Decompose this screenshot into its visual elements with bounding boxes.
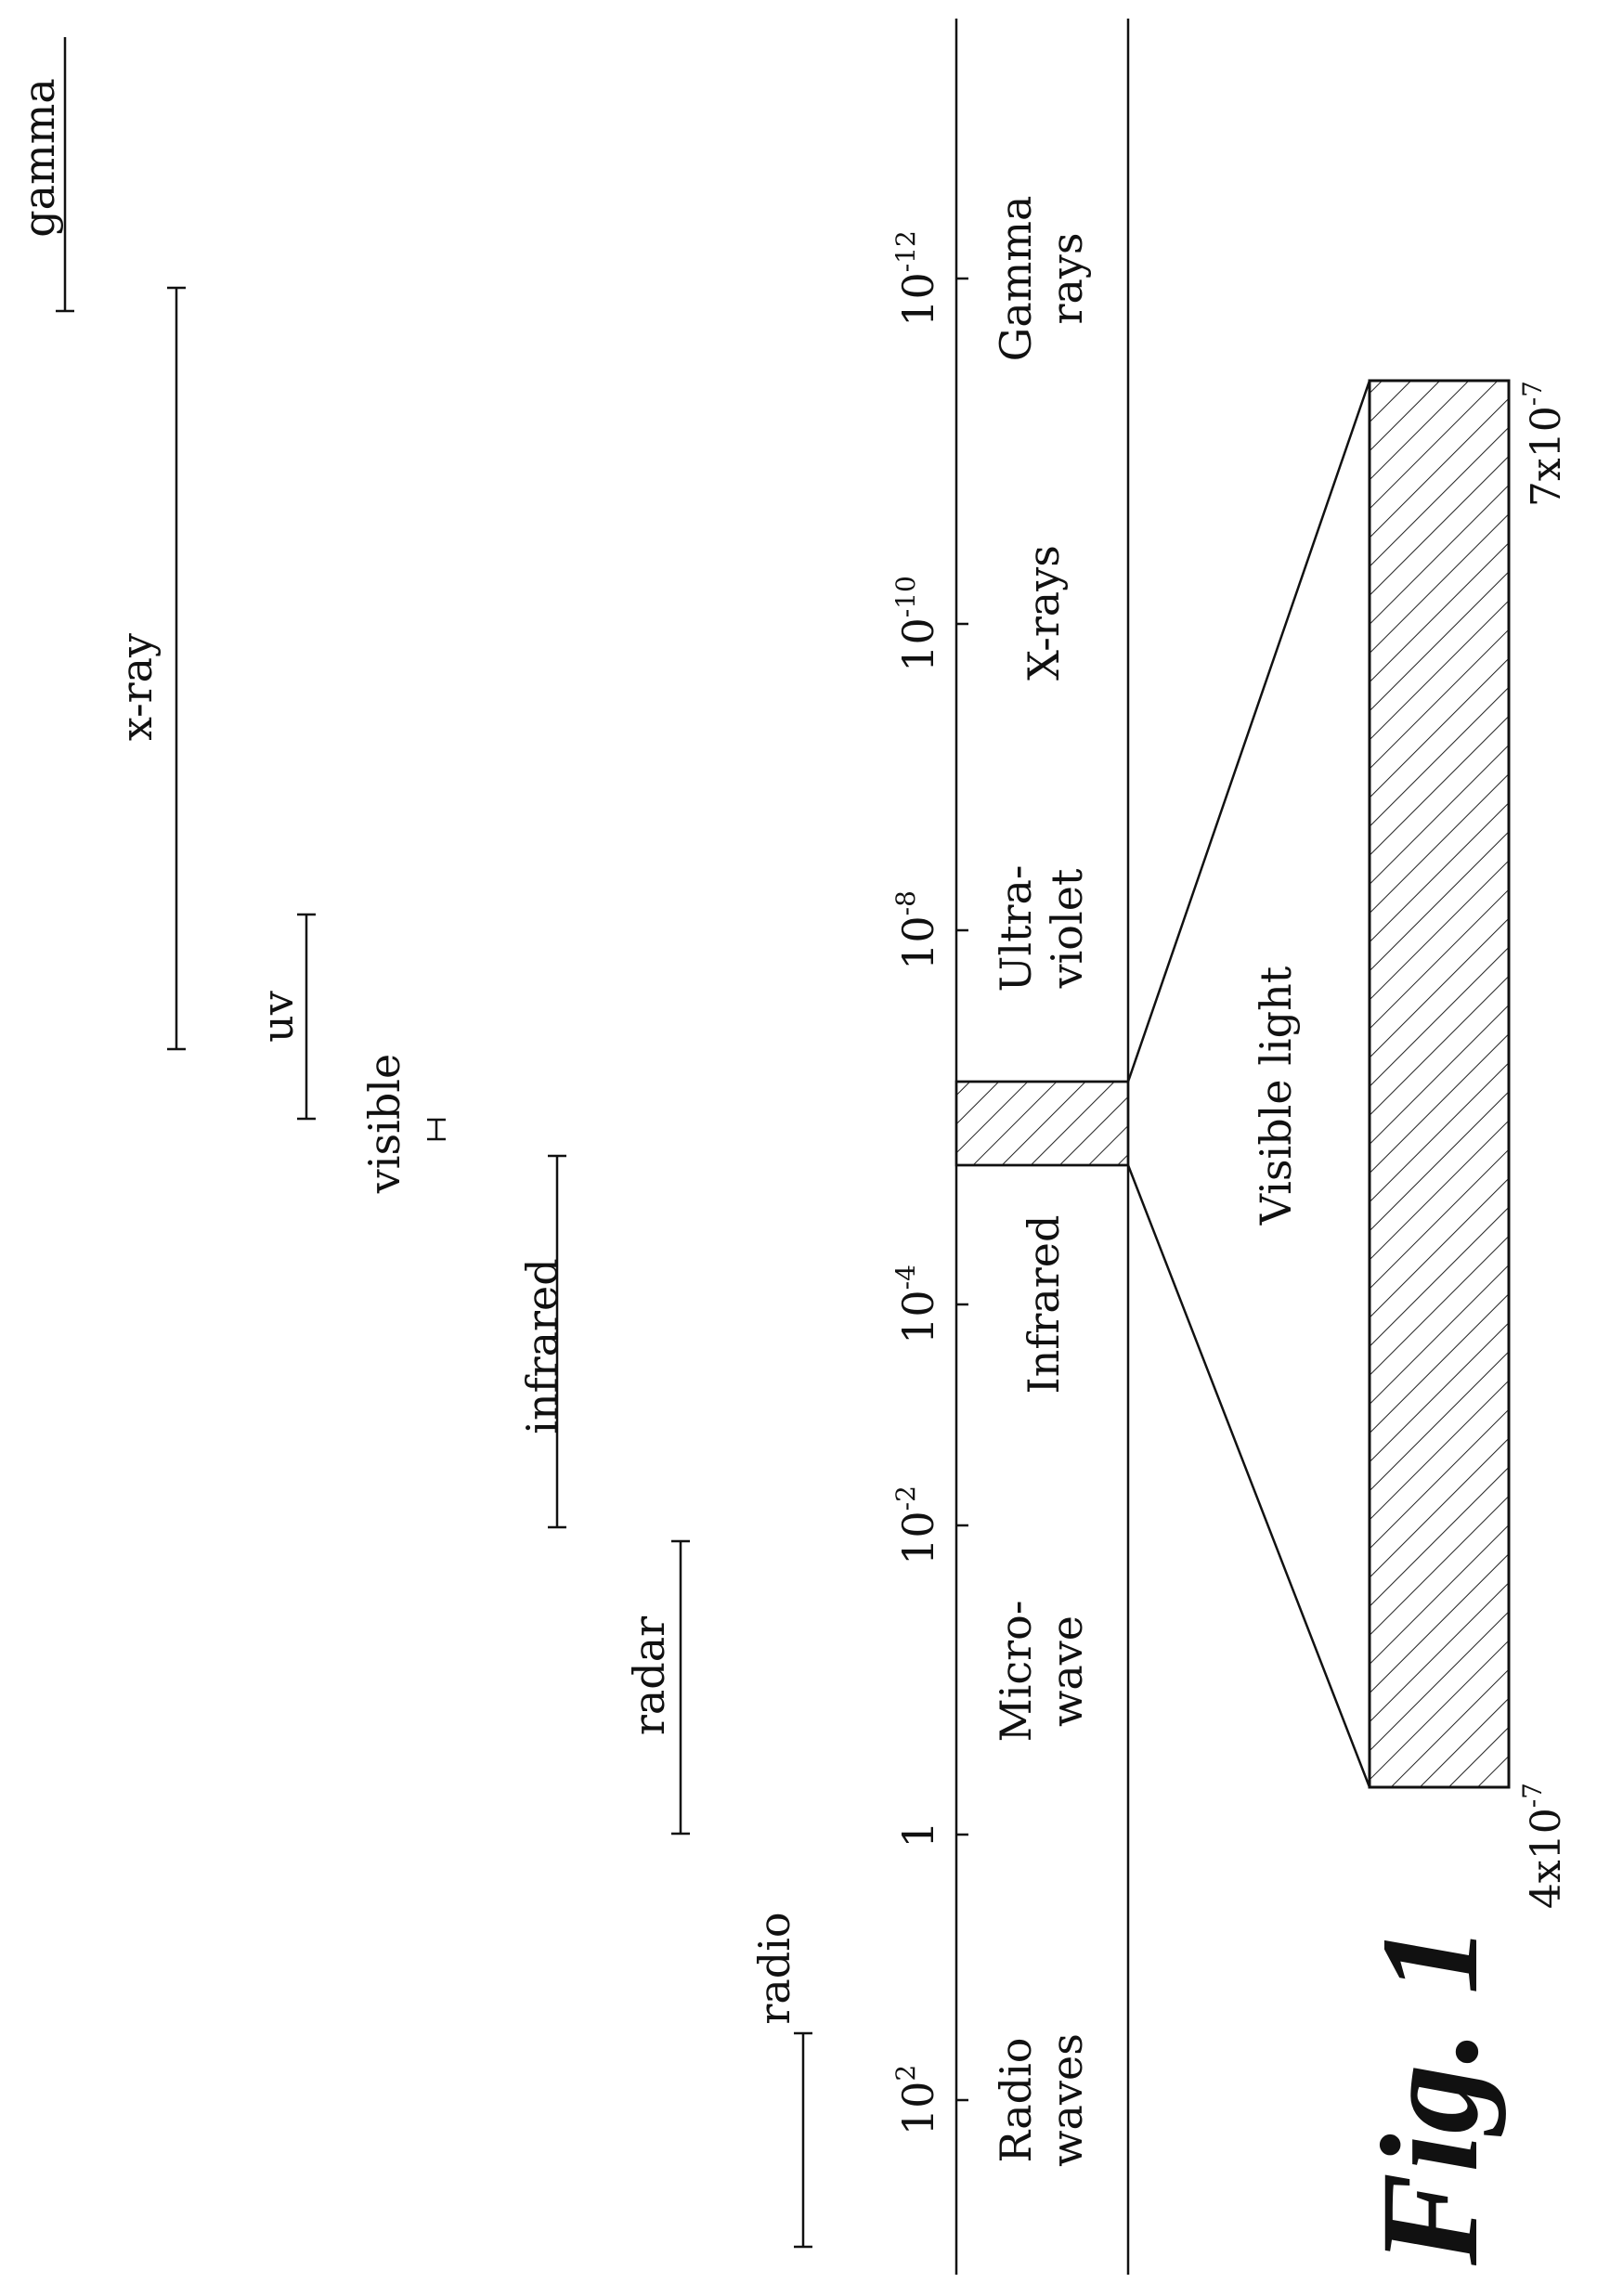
tick-label: 10-2: [890, 1485, 943, 1565]
range-label-gamma: gamma: [14, 78, 64, 238]
expansion-line: [1128, 381, 1370, 1082]
tick-label: 10-8: [890, 890, 943, 970]
region-label-ultraviolet: violet: [1042, 868, 1092, 989]
range-label-radar: radar: [624, 1616, 674, 1735]
tick-label: 102: [890, 2065, 943, 2135]
region-label-microwave: wave: [1042, 1615, 1092, 1727]
scale-tick-labels: 102 1 10-2 10-4 10-8 10-10 10-12: [890, 230, 943, 2135]
tick-label: 10-10: [890, 576, 943, 672]
visible-light-start-label: 4x10-7: [1517, 1783, 1570, 1909]
range-label-radio: radio: [749, 1912, 799, 2024]
visible-band-hatched: [956, 1082, 1128, 1165]
tick-label: 1: [893, 1821, 943, 1848]
range-bar-infrared: infrared: [517, 1156, 567, 1527]
tick-label: 10-12: [890, 230, 943, 327]
region-label-gamma-rays: rays: [1042, 232, 1092, 324]
range-label-uv: uv: [253, 991, 303, 1043]
region-label-gamma-rays: Gamma: [991, 196, 1041, 362]
range-label-infrared: infrared: [517, 1258, 567, 1433]
region-label-x-rays: X-rays: [1019, 545, 1069, 681]
visible-light-bar: [1370, 381, 1509, 1787]
range-bar-radio: radio: [749, 1912, 812, 2247]
range-bar-x-ray: x-ray: [111, 288, 186, 1049]
range-bar-visible: visible: [359, 1054, 446, 1194]
region-label-radio-waves: waves: [1042, 2033, 1092, 2167]
spectrum-band: [956, 19, 1128, 2275]
visible-light-expansion: Visible light 4x10-7 7x10-7: [1128, 381, 1570, 1909]
region-label-radio-waves: Radio: [991, 2038, 1041, 2163]
range-bar-uv: uv: [253, 915, 316, 1119]
figure-label: Fig. 1: [1353, 1925, 1507, 2266]
tick-label: 10-4: [890, 1265, 943, 1344]
range-bar-gamma: gamma: [14, 37, 74, 311]
range-label-x-ray: x-ray: [111, 633, 162, 741]
range-label-visible: visible: [359, 1054, 409, 1194]
visible-light-end-label: 7x10-7: [1517, 381, 1570, 507]
range-bar-radar: radar: [624, 1541, 690, 1834]
expansion-line: [1128, 1165, 1370, 1787]
visible-light-label: Visible light: [1251, 966, 1301, 1226]
range-bars: radio radar infrared visible uv: [14, 37, 812, 2247]
region-label-microwave: Micro-: [991, 1601, 1041, 1743]
region-labels: Radio waves Micro- wave Infrared Ultra- …: [991, 196, 1092, 2167]
region-label-ultraviolet: Ultra-: [991, 865, 1041, 992]
scale-tick-marks: [956, 279, 968, 2100]
region-label-infrared: Infrared: [1019, 1215, 1069, 1394]
